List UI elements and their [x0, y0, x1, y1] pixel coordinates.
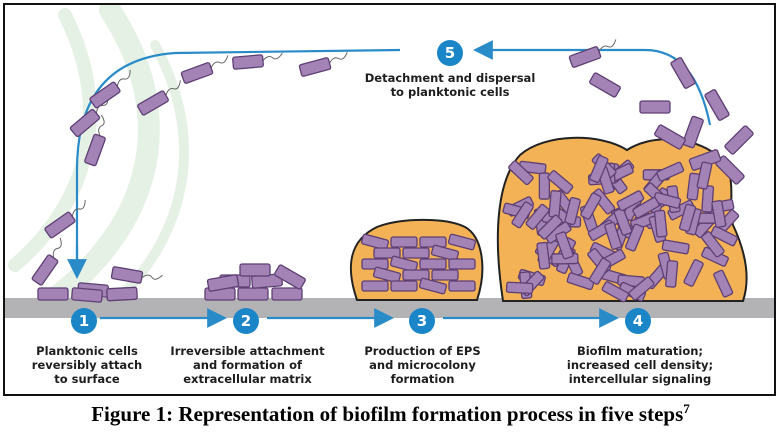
- bacterium-cell: [239, 263, 271, 277]
- bacterium-cell: [373, 247, 401, 259]
- bacterium-cell: [613, 207, 633, 236]
- bacterium-cell: [601, 281, 630, 303]
- bacterium-cell: [448, 258, 476, 270]
- step-label-2: Irreversible attachment and formation of…: [170, 344, 325, 386]
- bacterium-cell: [701, 185, 715, 213]
- step-number-5: 5: [445, 44, 455, 62]
- bacterium-cell: [44, 199, 86, 239]
- bacterium-cell: [632, 196, 660, 219]
- bacterium-cell: [696, 161, 713, 190]
- bacterium-cell: [537, 214, 563, 240]
- bacterium-cell: [271, 287, 303, 301]
- bacterium-cell: [616, 190, 645, 212]
- bacterium-cell: [110, 266, 163, 284]
- arrow-5-to-1: [75, 48, 401, 273]
- bacterium-cell: [390, 236, 418, 248]
- step-label-1: Planktonic cells reversibly attach to su…: [31, 344, 143, 386]
- bacterium-cell: [538, 172, 551, 200]
- bacterium-cell: [447, 233, 477, 251]
- bacterium-cell: [670, 57, 696, 89]
- bacterium-cell: [402, 269, 430, 281]
- bacterium-cell: [505, 281, 534, 295]
- figure-caption: Figure 1: Representation of biofilm form…: [91, 401, 690, 426]
- step-badge-2: 2: [233, 308, 259, 334]
- bacterium-cell: [548, 190, 562, 218]
- bacterium-cell: [274, 264, 306, 290]
- bacterium-cell: [508, 160, 534, 186]
- bacterium-cell: [180, 55, 229, 84]
- caption-reference: 7: [683, 401, 690, 416]
- bacterium-cell: [106, 286, 138, 302]
- bacterium-cell: [713, 269, 734, 298]
- bacterium-cell: [564, 196, 581, 226]
- bacterium-cell: [704, 89, 730, 121]
- bacterium-cell: [419, 236, 447, 248]
- bacterium-cell: [390, 280, 418, 292]
- step-number-4: 4: [633, 312, 643, 330]
- bacterium-cell: [588, 257, 612, 285]
- bacterium-cell: [402, 247, 430, 259]
- bacterium-cell: [678, 203, 697, 232]
- bacterium-cell: [604, 221, 622, 250]
- diagram-frame: 1 2 3 4 5 Detachment and dispersal to pl…: [3, 3, 776, 396]
- bacterium-cell: [360, 233, 390, 251]
- bacterium-cell: [418, 277, 448, 295]
- step-badge-1: 1: [71, 308, 97, 334]
- bacterium-cell: [589, 155, 609, 184]
- bacterium-cell: [665, 260, 679, 288]
- bacterium-cell: [31, 237, 62, 286]
- step-label-5: Detachment and dispersal to planktonic c…: [364, 71, 536, 99]
- step-badge-3: 3: [409, 308, 435, 334]
- bacterium-cell: [206, 274, 240, 292]
- bacterium-cell: [37, 287, 69, 301]
- step-badge-4: 4: [625, 308, 651, 334]
- bacterium-cell: [525, 203, 550, 230]
- step-label-4: Biofilm maturation; increased cell densi…: [566, 344, 714, 386]
- bacterium-cell: [89, 69, 131, 109]
- bacterium-cell: [372, 266, 402, 284]
- bacterium-cell: [568, 39, 617, 68]
- bacterium-cell: [589, 72, 621, 98]
- bacterium-cell: [628, 276, 655, 301]
- bacterium-cell: [361, 280, 389, 292]
- bacterium-cell: [566, 272, 595, 291]
- bacterium-cell: [654, 124, 686, 150]
- bacterium-cell: [430, 244, 460, 262]
- bacterium-cell: [724, 125, 754, 155]
- biofilm-diagram: 1 2 3 4 5: [5, 5, 774, 334]
- bacterium-cell: [511, 201, 534, 229]
- bacterium-cell: [580, 192, 602, 220]
- bacterium-cell: [237, 287, 269, 301]
- bacterium-cell: [448, 280, 476, 292]
- bacterium-cell: [661, 239, 690, 255]
- bacterium-cell: [71, 287, 103, 303]
- bacterium-cell: [232, 52, 283, 70]
- bacterium-cell: [298, 51, 348, 77]
- step-number-2: 2: [241, 312, 251, 330]
- step-number-3: 3: [417, 312, 427, 330]
- bacterial-cells: [31, 39, 754, 303]
- bacterium-cell: [137, 80, 181, 116]
- bacterium-cell: [701, 231, 725, 258]
- bacterium-cell: [555, 231, 574, 260]
- bacterium-cell: [683, 259, 704, 287]
- bacterium-cell: [711, 199, 727, 228]
- bacterium-cell: [656, 161, 685, 182]
- bacterium-cell: [710, 225, 738, 247]
- bacterium-cell: [682, 115, 704, 149]
- step-label-3: Production of EPS and microcolony format…: [364, 344, 481, 386]
- bacterium-cell: [536, 241, 551, 270]
- bacterium-cell: [431, 269, 459, 281]
- step-badge-5: 5: [437, 40, 463, 66]
- bacterium-cell: [84, 114, 106, 167]
- bacterium-cell: [547, 170, 574, 195]
- step-number-1: 1: [79, 312, 89, 330]
- bacterium-cell: [361, 258, 389, 270]
- bacterium-cell: [389, 255, 419, 273]
- substrate-surface: [5, 298, 774, 318]
- bacterium-cell: [653, 209, 668, 238]
- bacterium-cell: [625, 223, 645, 252]
- bacterium-cell: [419, 258, 447, 270]
- bacterium-cell: [639, 100, 671, 114]
